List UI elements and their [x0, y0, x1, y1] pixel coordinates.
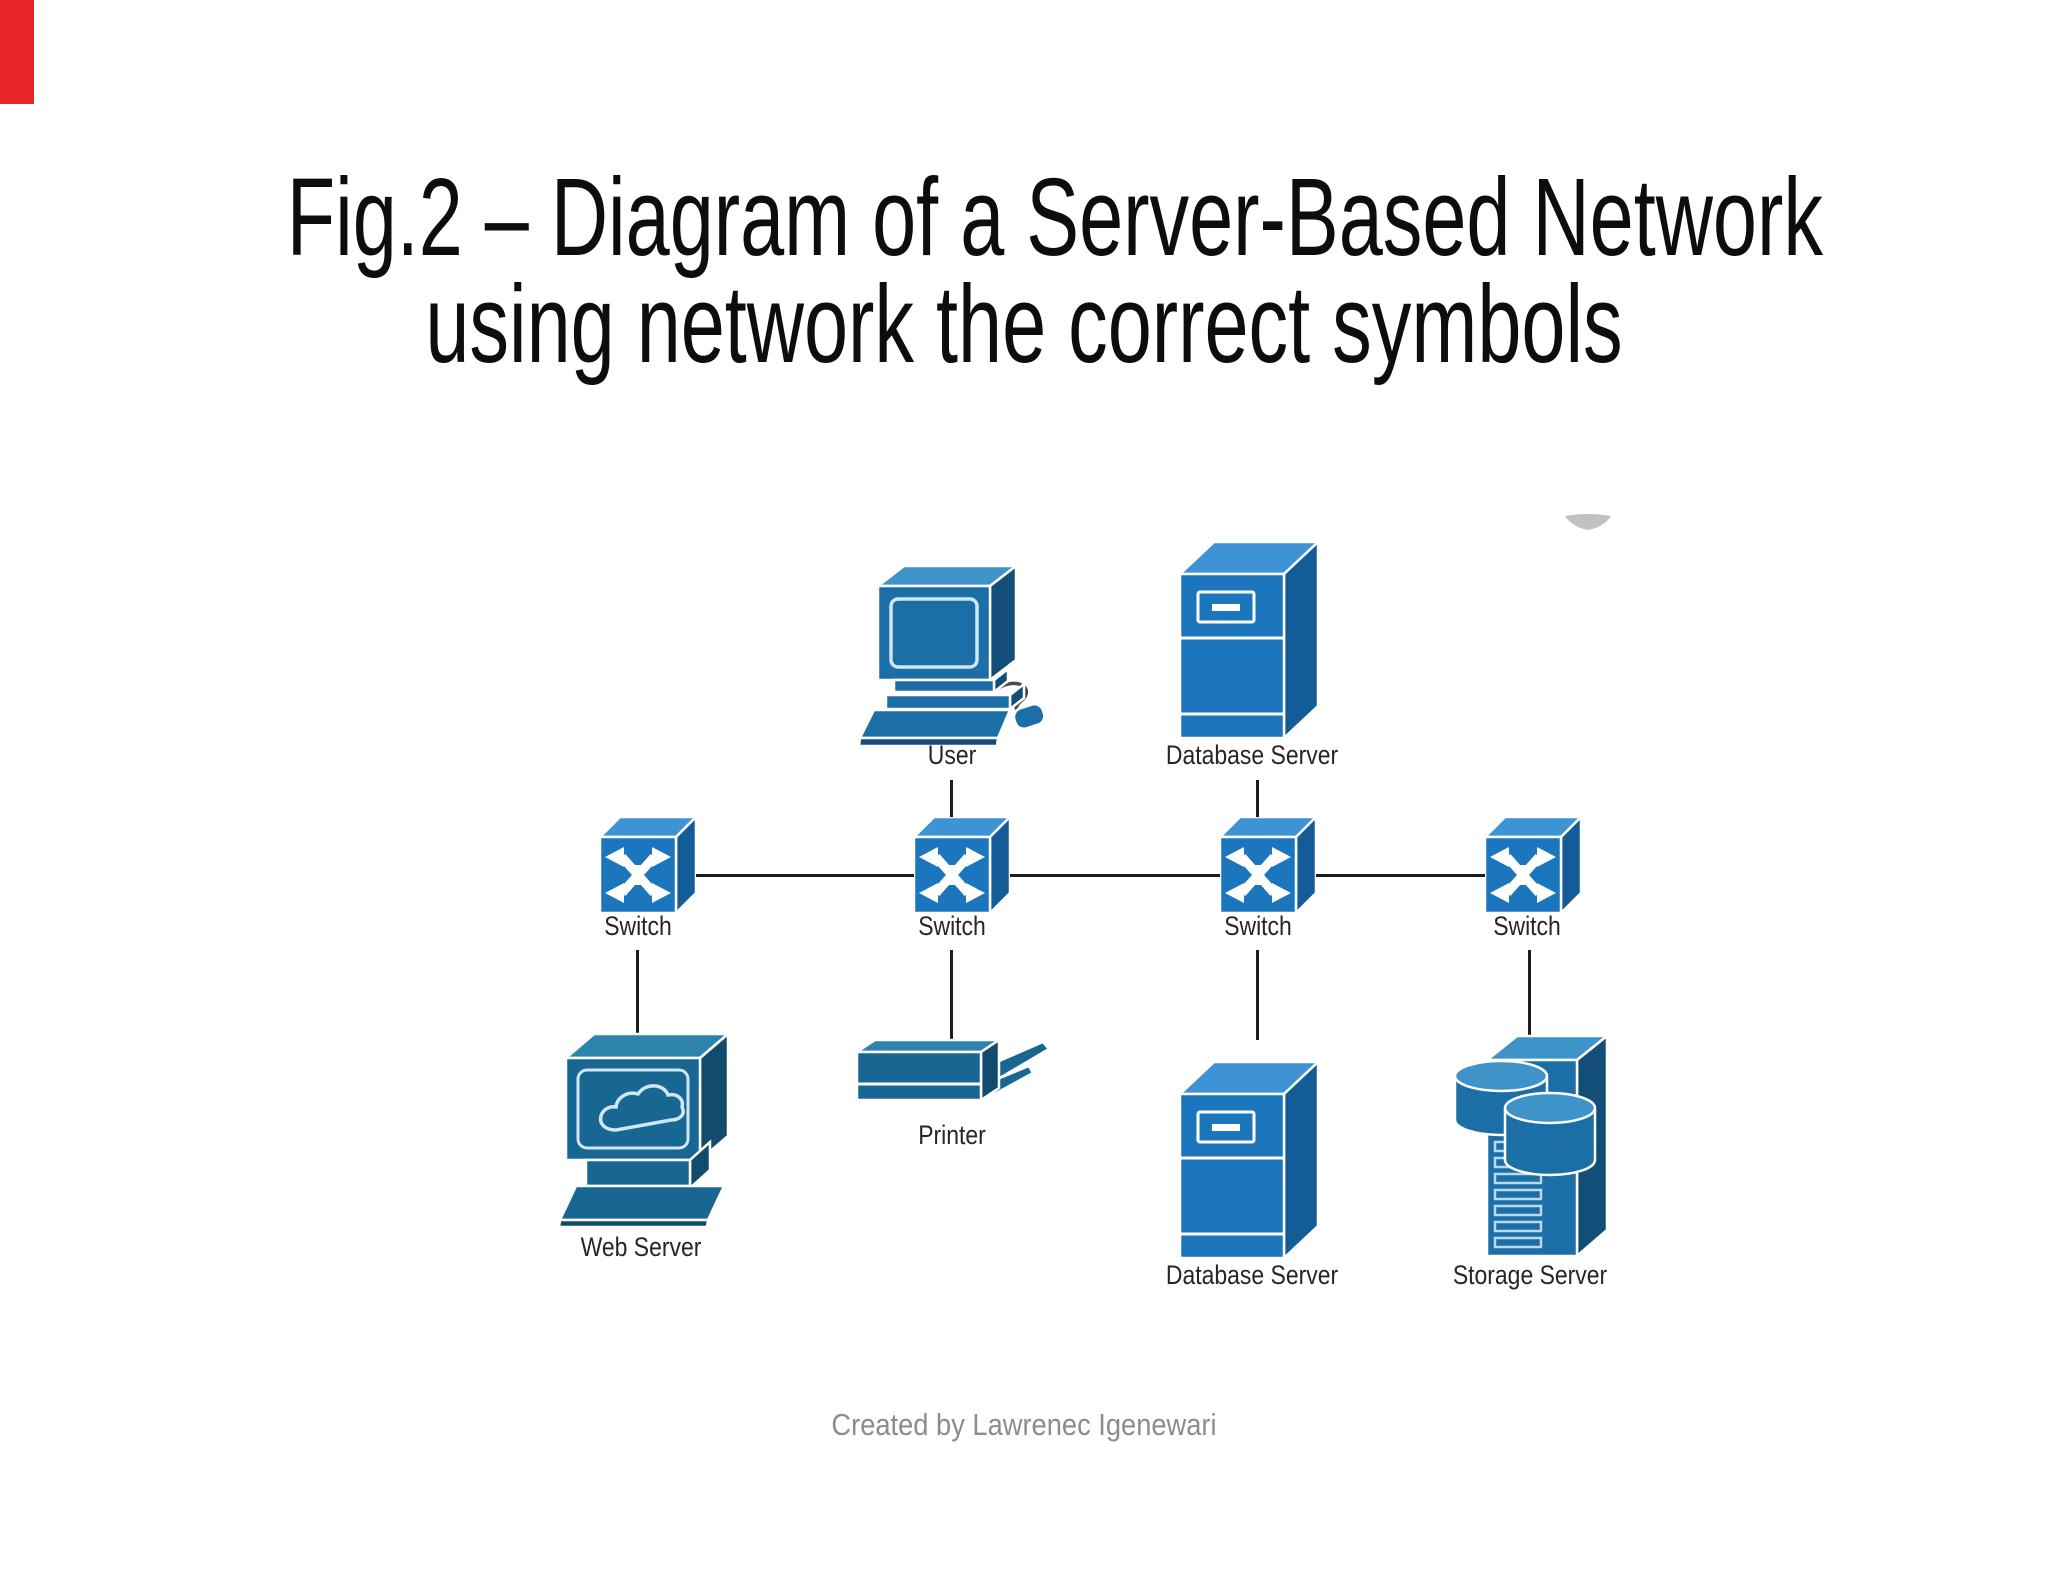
printer-icon — [852, 1038, 1051, 1103]
node-label-switch-1: Switch — [604, 911, 672, 941]
node-label-web-server: Web Server — [580, 1232, 702, 1262]
footer-credit: Created by Lawrenec Igenewari — [831, 1407, 1217, 1442]
slide-title-line1: Fig.2 – Diagram of a Server-Based Networ… — [286, 156, 1823, 279]
node-label-storage-server: Storage Server — [1452, 1260, 1608, 1290]
database-server-top-icon — [1178, 539, 1320, 740]
node-label-database-server-top: Database Server — [1165, 740, 1339, 770]
connector-bus-line — [660, 874, 1530, 877]
connector-dbtop-to-switch3 — [1256, 780, 1259, 836]
connector-switch3-to-dbbottom — [1256, 950, 1259, 1040]
switch-3-icon — [1220, 817, 1316, 913]
switch-2-icon — [914, 817, 1010, 913]
node-label-printer: Printer — [918, 1120, 986, 1150]
connector-switch2-to-printer — [950, 950, 953, 1040]
storage-server-icon — [1453, 1033, 1611, 1259]
switch-4-icon — [1485, 817, 1581, 913]
connector-switch1-to-webserver — [636, 950, 639, 1038]
connector-user-to-switch2 — [950, 780, 953, 836]
switch-1-icon — [600, 817, 696, 913]
node-label-user: User — [927, 740, 977, 770]
connector-switch4-to-storage — [1528, 950, 1531, 1035]
user-computer-icon — [858, 563, 1046, 748]
node-label-switch-2: Switch — [918, 911, 986, 941]
gray-swoosh-artifact — [1565, 514, 1611, 530]
database-server-bottom-icon — [1178, 1059, 1320, 1260]
node-label-switch-3: Switch — [1224, 911, 1292, 941]
red-marker-bar — [0, 0, 34, 104]
node-label-switch-4: Switch — [1493, 911, 1561, 941]
slide-title-line2: using network the correct symbols — [425, 263, 1623, 386]
slide-title: Fig.2 – Diagram of a Server-Based Networ… — [286, 156, 1823, 386]
node-label-database-server-bottom: Database Server — [1165, 1260, 1339, 1290]
web-server-icon — [558, 1031, 732, 1228]
